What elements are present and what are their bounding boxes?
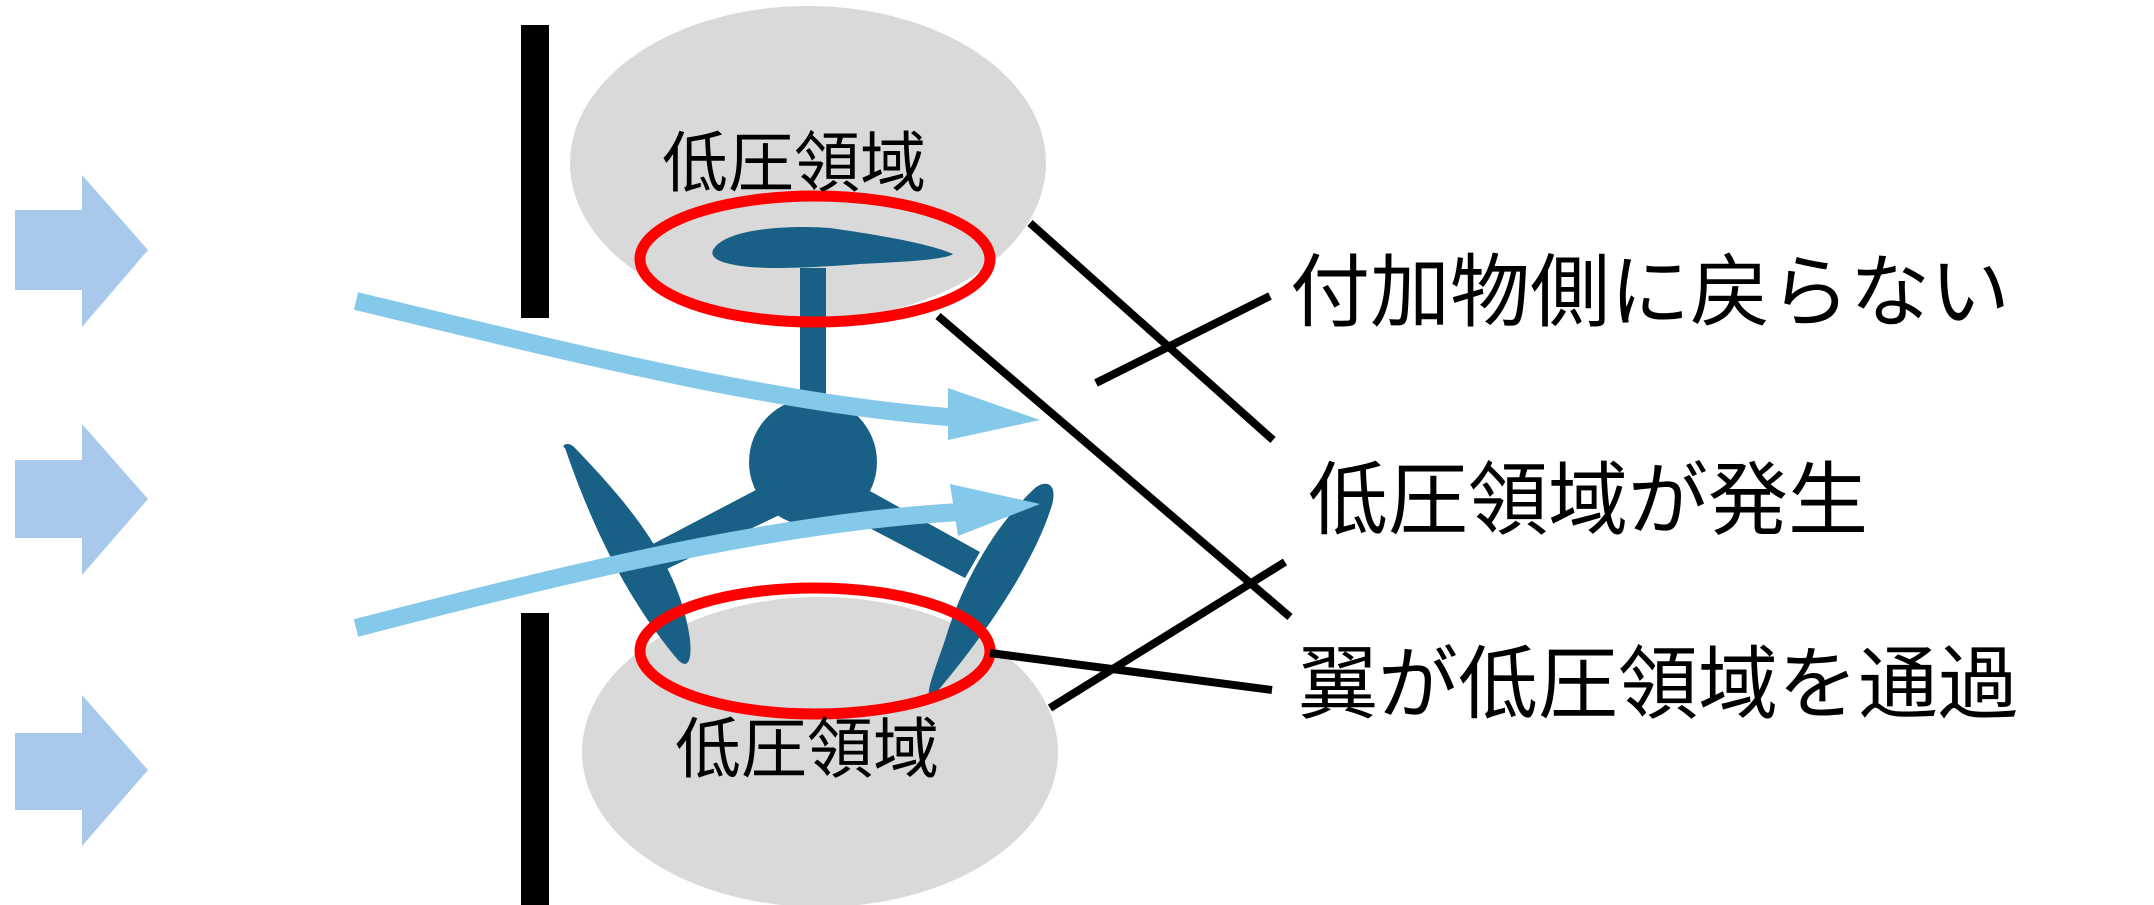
low-pressure-zone-top <box>570 6 1046 320</box>
leader-line <box>935 312 1293 621</box>
wall-top <box>521 25 549 318</box>
wall-bottom <box>521 613 549 905</box>
rotor-blade-top <box>712 227 953 268</box>
highlight-ring-bottom <box>634 582 996 720</box>
leader-line <box>989 649 1273 694</box>
flow-arrows <box>353 292 1040 637</box>
leader-line <box>1047 558 1288 712</box>
low-pressure-label-bottom: 低圧領域 <box>675 711 939 788</box>
flow-arrow-upper-head <box>948 388 1040 440</box>
inflow-arrow-icon <box>15 424 148 575</box>
rotor-blade-right <box>928 483 1054 700</box>
inflow-arrows <box>15 175 148 846</box>
annotation-blade-passes: 翼が低圧領域を通過 <box>1298 638 2018 731</box>
flow-arrow-lower <box>353 503 961 637</box>
annotation-no-return: 付加物側に戻らない <box>1290 246 2010 339</box>
leader-lines <box>935 220 1293 712</box>
flow-arrow-lower-head <box>950 484 1040 536</box>
annotation-low-pressure-occurs: 低圧領域が発生 <box>1308 454 1868 547</box>
inflow-arrow-icon <box>15 175 148 327</box>
flow-arrow-upper <box>353 292 961 427</box>
highlight-ring-top <box>634 190 996 328</box>
leader-line <box>1027 220 1276 443</box>
rotor-arm-right <box>835 480 980 578</box>
leader-line <box>1094 292 1272 387</box>
low-pressure-label-top: 低圧領域 <box>662 125 926 202</box>
inflow-arrow-icon <box>15 695 148 846</box>
